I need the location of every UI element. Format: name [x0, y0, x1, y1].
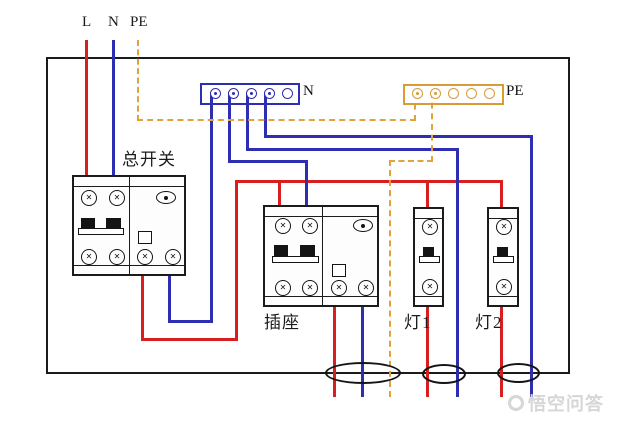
incoming-live-label: L	[82, 14, 92, 30]
toggle-handle-icon	[106, 218, 121, 229]
test-button-icon	[332, 264, 346, 277]
neutral-wire-segment	[305, 160, 308, 206]
earth-wire-segment	[389, 160, 433, 162]
neutral-wire-segment	[264, 135, 533, 138]
terminal-icon	[430, 88, 441, 99]
earth-wire-segment	[137, 119, 416, 121]
terminal-icon	[282, 88, 293, 99]
live-wire-segment	[141, 271, 144, 340]
incoming-neutral-label: N	[108, 14, 119, 30]
cable-exit-ellipse	[422, 364, 466, 384]
screw-terminal-icon	[331, 280, 347, 296]
watermark-logo-icon	[508, 395, 524, 411]
terminal-icon	[228, 88, 239, 99]
screw-terminal-icon	[302, 280, 318, 296]
earth-wire-segment	[414, 92, 416, 121]
screw-terminal-icon	[137, 249, 153, 265]
neutral-bus-label: N	[303, 83, 314, 99]
neutral-bus-bar	[200, 83, 300, 105]
screw-terminal-icon	[81, 249, 97, 265]
terminal-icon	[412, 88, 423, 99]
neutral-wire-segment	[228, 92, 231, 163]
neutral-wire-segment	[530, 135, 533, 397]
breaker-cap-line	[489, 296, 517, 297]
screw-terminal-icon	[81, 190, 97, 206]
terminal-icon	[466, 88, 477, 99]
screw-terminal-icon	[109, 190, 125, 206]
toggle-handle-icon	[300, 245, 315, 257]
neutral-wire-segment	[168, 271, 171, 323]
neutral-wire-segment	[228, 160, 308, 163]
screw-terminal-icon	[302, 218, 318, 234]
lamp1-breaker	[413, 207, 444, 307]
toggle-bar-icon	[419, 256, 440, 263]
neutral-wire-segment	[456, 148, 459, 397]
earth-wire-segment	[137, 40, 139, 121]
incoming-earth-label: PE	[130, 14, 148, 30]
cable-exit-ellipse	[325, 362, 401, 384]
neutral-wire-segment	[246, 92, 249, 151]
test-button-icon	[138, 231, 152, 244]
live-wire-segment	[235, 180, 238, 341]
neutral-wire-segment	[361, 300, 364, 397]
main-breaker-label: 总开关	[122, 150, 176, 169]
terminal-icon	[210, 88, 221, 99]
live-wire-segment	[333, 300, 336, 397]
live-wire-segment	[500, 181, 503, 208]
screw-terminal-icon	[275, 218, 291, 234]
cable-exit-ellipse	[497, 363, 540, 383]
screw-terminal-icon	[358, 280, 374, 296]
screw-terminal-icon	[275, 280, 291, 296]
breaker-cap-line	[265, 296, 377, 297]
live-wire-segment	[426, 301, 429, 397]
toggle-handle-icon	[423, 247, 434, 257]
live-wire-segment	[141, 338, 238, 341]
breaker-cap-line	[265, 216, 377, 217]
earth-bus-label: PE	[506, 83, 524, 99]
lamp1-breaker-label: 灯1	[404, 313, 432, 332]
screw-terminal-icon	[496, 279, 512, 295]
toggle-bar-icon	[78, 228, 124, 235]
lamp2-breaker	[487, 207, 519, 307]
screw-terminal-icon	[422, 219, 438, 235]
live-wire-segment	[500, 301, 503, 397]
live-wire-segment	[426, 181, 429, 208]
main-breaker	[72, 175, 186, 276]
live-wire-segment	[85, 40, 88, 175]
breaker-divider	[129, 177, 130, 274]
toggle-bar-icon	[493, 256, 514, 263]
socket-breaker	[263, 205, 379, 307]
screw-terminal-icon	[165, 249, 181, 265]
watermark-text: 悟空问答	[528, 394, 604, 414]
earth-wire-segment	[389, 160, 391, 397]
live-wire-segment	[235, 180, 503, 183]
socket-breaker-label: 插座	[264, 313, 300, 332]
watermark: 悟空问答	[508, 390, 604, 416]
terminal-icon	[448, 88, 459, 99]
earth-wire-segment	[431, 92, 433, 162]
screw-terminal-icon	[109, 249, 125, 265]
screw-terminal-icon	[496, 219, 512, 235]
neutral-wire-segment	[264, 92, 267, 138]
neutral-wire-segment	[210, 92, 213, 323]
live-wire-segment	[278, 181, 281, 206]
neutral-wire-segment	[112, 40, 115, 175]
screw-terminal-icon	[422, 279, 438, 295]
terminal-icon	[264, 88, 275, 99]
toggle-bar-icon	[272, 256, 319, 263]
terminal-icon	[246, 88, 257, 99]
rcd-indicator-icon	[353, 219, 373, 232]
breaker-divider	[322, 207, 323, 305]
lamp2-breaker-label: 灯2	[475, 313, 503, 332]
neutral-wire-segment	[246, 148, 459, 151]
toggle-handle-icon	[81, 218, 95, 229]
rcd-indicator-icon	[156, 191, 176, 204]
breaker-cap-line	[415, 296, 442, 297]
neutral-wire-segment	[168, 320, 213, 323]
toggle-handle-icon	[497, 247, 508, 257]
earth-bus-bar	[403, 84, 504, 105]
toggle-handle-icon	[274, 245, 288, 257]
terminal-icon	[484, 88, 495, 99]
distribution-box-outline	[46, 57, 570, 374]
